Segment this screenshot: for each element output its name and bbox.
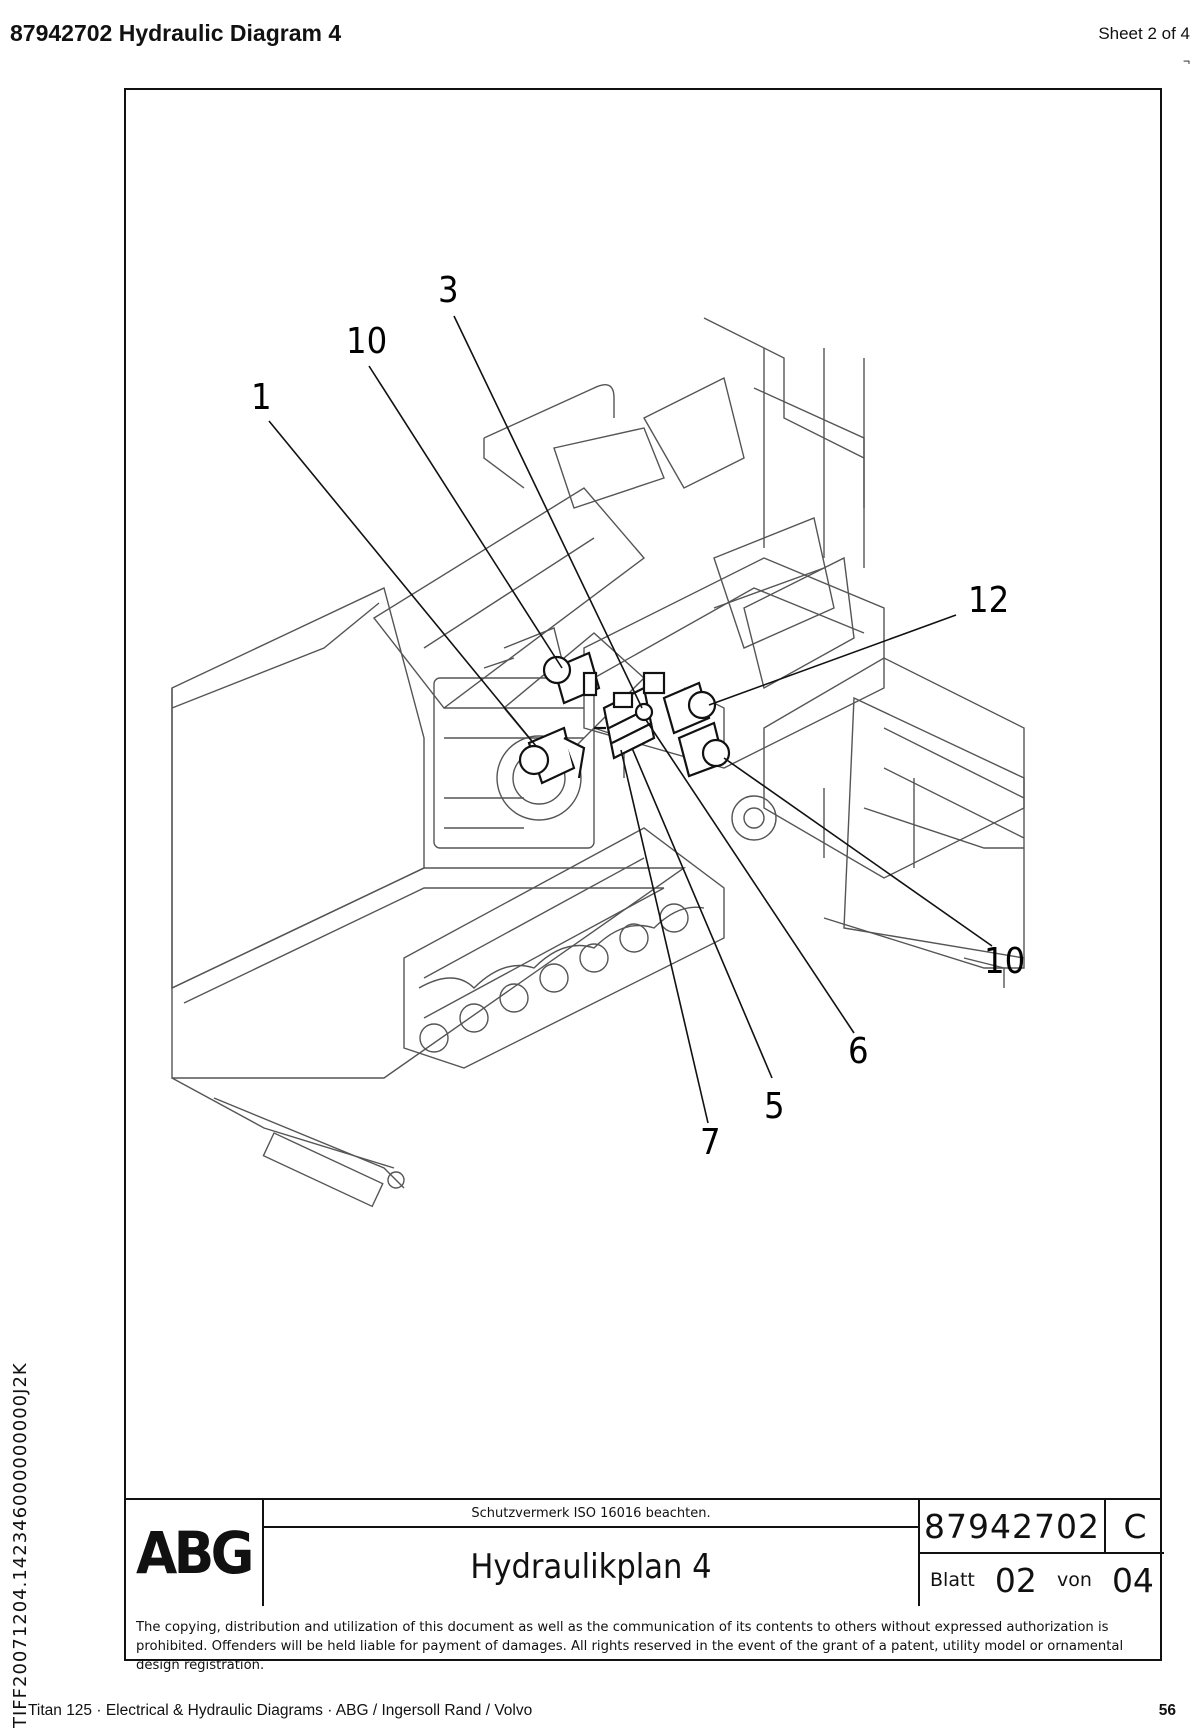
title-block-right: 87942702 C Blatt 02 von 04: [918, 1500, 1164, 1606]
callout-12: 12: [968, 580, 1009, 621]
callout-3: 3: [438, 270, 459, 311]
callout-1: 1: [251, 377, 272, 418]
component-valve-block: [594, 686, 656, 760]
drawing-frame: [124, 88, 1162, 1661]
component-1-pump: [518, 726, 586, 785]
callout-6: 6: [848, 1031, 869, 1072]
side-file-id: TIFF20071204.142346000000000J2K: [10, 1362, 31, 1728]
sheet-number: 02: [994, 1560, 1037, 1600]
page-number: 56: [1158, 1702, 1176, 1719]
sheet-row: Blatt 02 von 04: [920, 1554, 1164, 1606]
sheet-total: 04: [1111, 1560, 1154, 1600]
sheet-indicator: Sheet 2 of 4: [1098, 24, 1190, 43]
of-word: von: [1056, 1569, 1092, 1591]
component-12-motor: [642, 671, 717, 735]
abg-logo: ABG: [135, 1519, 254, 1587]
logo-cell: ABG: [124, 1500, 264, 1606]
paver-machine-drawing: 3 10 1 12 10 6 5 7: [171, 270, 1025, 1208]
callout-7: 7: [700, 1122, 721, 1163]
drawing-number: 87942702: [920, 1500, 1104, 1554]
callout-5: 5: [764, 1086, 785, 1127]
machine-outline: [171, 317, 1025, 1208]
callout-10-bottom: 10: [984, 941, 1025, 982]
component-10-upper-motor: [542, 651, 601, 705]
document-title: 87942702 Hydraulic Diagram 4: [10, 20, 342, 46]
page-footer: Titan 125 · Electrical & Hydraulic Diagr…: [28, 1702, 533, 1719]
callout-10-top: 10: [346, 321, 387, 362]
protection-notice: Schutzvermerk ISO 16016 beachten.: [264, 1500, 918, 1528]
sheet-word: Blatt: [930, 1569, 975, 1591]
corner-mark: ¬: [1182, 54, 1190, 68]
copyright-notice: The copying, distribution and utilizatio…: [136, 1620, 1124, 1673]
leader-lines: [268, 315, 993, 1124]
component-10-lower-motor: [677, 721, 731, 778]
drawing-name: Hydraulikplan 4: [470, 1547, 712, 1587]
title-block: ABG Schutzvermerk ISO 16016 beachten. Hy…: [124, 1498, 1164, 1606]
revision-letter: C: [1104, 1500, 1164, 1554]
